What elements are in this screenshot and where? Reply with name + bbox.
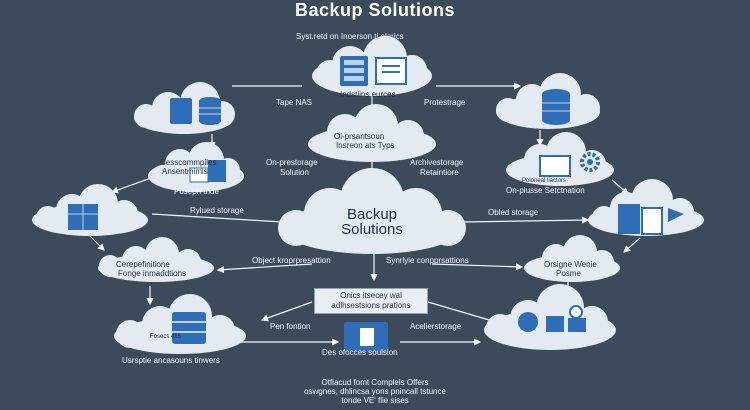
label-hybrid-storage: Rylued storage	[190, 206, 244, 215]
center-title-line1: Backup	[346, 206, 398, 223]
label-protestrage: Protestrage	[424, 98, 466, 107]
footer-line2: oswgnes, dhlincsa yons pnincall tstunce	[304, 387, 446, 396]
label-left-small-1: Cesscommpiles	[160, 158, 217, 167]
database-icon	[542, 89, 570, 125]
info-box-line2: adlhsestsions prations	[331, 301, 411, 310]
page-title: Backup Solutions	[294, 0, 455, 20]
file-upload-icon	[344, 322, 388, 352]
footer-line3: tonde VE' flie sises	[341, 396, 409, 405]
label-left-mid-2: Fonge inmaddtions	[118, 269, 187, 278]
info-box-line1: Onics itsecey wal	[340, 291, 402, 300]
connector-hybrid	[151, 213, 283, 223]
label-archive-2: Retaintiore	[420, 168, 459, 177]
server-stack-icon	[172, 312, 206, 344]
cloud-right-mid	[524, 235, 620, 282]
label-poseph: Poseph tride	[174, 187, 219, 196]
label-on-plusse: On-plusse Setctnation	[506, 186, 585, 195]
label-left-mid-1: Cerepefinitione	[116, 260, 170, 269]
gear-icon	[539, 152, 600, 177]
label-mid-top-1: Oi-prsantsoun	[334, 132, 385, 141]
subtitle: Syst.retd on Inoerson ti olarics	[296, 32, 404, 41]
label-bottom-left-caption: Usrsptie ancasouns tinwers	[122, 356, 220, 365]
label-right-mid-1: Orsigne Wenie	[544, 260, 597, 269]
storage-box-icon	[68, 204, 98, 230]
server-rack-icon	[340, 56, 407, 86]
label-sync: Synrlyie conpprsattions	[386, 256, 469, 265]
cloud-center	[278, 168, 466, 254]
label-object-proc: Object kroprpresattion	[252, 256, 331, 265]
connector-center-right	[431, 263, 524, 271]
label-right-small-inner: Poloneal liactors	[522, 178, 567, 184]
database-icon	[170, 97, 221, 125]
connector-center-left	[216, 263, 313, 274]
label-archive-1: Archivestorage	[410, 158, 464, 167]
storage-cylinders-icon	[618, 204, 684, 235]
connector-right-to-mid	[623, 237, 641, 253]
cloud-top-center	[312, 36, 432, 96]
label-object-storage: Obled storage	[488, 208, 539, 217]
connector-left-to-mid	[87, 233, 105, 251]
label-accel: Acelierstorage	[410, 322, 462, 331]
document-icon	[189, 160, 226, 183]
label-top-node: Indstiins eurces	[340, 90, 396, 99]
connector-box-left	[260, 301, 313, 322]
label-on-prestorage-1: On-prestorage	[266, 158, 318, 167]
label-right-mid-2: Posme	[556, 269, 581, 278]
label-pen: Pen fontion	[270, 322, 311, 331]
label-bottom-center: Des ofocces soulsion	[322, 348, 398, 357]
label-left-small-2: Ansentmimis	[162, 167, 208, 176]
connector-object	[461, 216, 590, 224]
label-on-prestorage-2: Solution	[280, 168, 309, 177]
connector-right-to-storage	[611, 179, 629, 195]
label-mid-top-2: Insreon ats Typs	[336, 141, 395, 150]
network-devices-icon	[518, 305, 586, 332]
cloud-mid-top	[308, 104, 436, 162]
connector-box-right	[427, 301, 498, 324]
center-title-line2: Solutions	[341, 221, 403, 238]
label-tape-nas: Tape NAS	[276, 98, 313, 107]
cloud-left-mid	[98, 237, 214, 282]
footer-line1: Otfiacud fomt Complels Offers	[321, 378, 429, 387]
info-box: Onics itsecey wal adlhsestsions prations	[314, 288, 428, 314]
label-bottom-left-inner: Fosecs 485	[150, 334, 182, 340]
